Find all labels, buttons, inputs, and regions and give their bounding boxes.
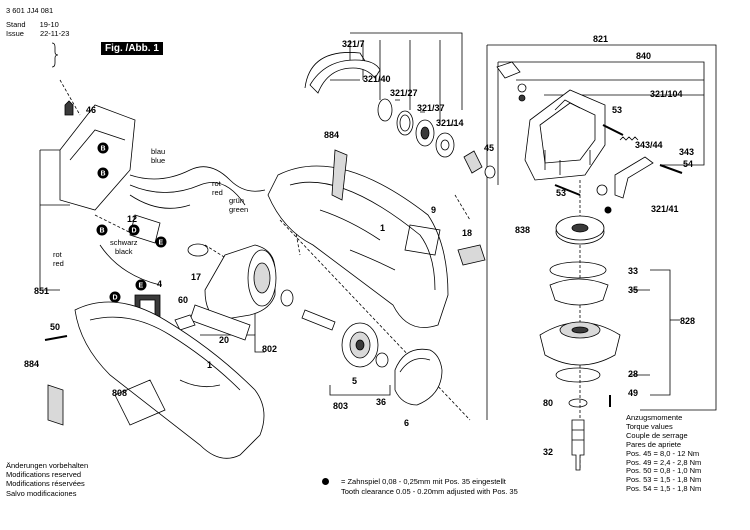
torque-heading-en: Torque values <box>626 421 673 431</box>
wire-label-blau: blau <box>151 147 165 156</box>
note-en: Modifications reserved <box>6 470 82 480</box>
label-1-upper: 1 <box>380 223 385 233</box>
figure-label: Fig. /Abb. 1 <box>101 42 163 55</box>
label-20: 20 <box>219 335 229 345</box>
torque-row-54: Pos. 54 = 1,5 - 1,8 Nm <box>626 484 702 494</box>
torque-heading-de: Anzugsmomente <box>626 413 683 422</box>
wire-label-schwarz: schwarz <box>110 238 138 247</box>
note-de: Änderungen vorbehalten <box>6 461 89 470</box>
tooth-clearance-marker <box>604 206 612 214</box>
label-321-104: 321/104 <box>650 89 683 99</box>
wire-label-blue: blue <box>151 156 165 165</box>
modification-notes: Änderungen vorbehalten Modifications res… <box>6 461 88 498</box>
svg-text:E: E <box>159 240 164 247</box>
svg-text:D: D <box>132 228 137 235</box>
svg-text:B: B <box>101 146 106 153</box>
label-9: 9 <box>431 205 436 215</box>
label-321-14: 321/14 <box>436 118 464 128</box>
label-821: 821 <box>593 34 608 44</box>
badge-d-2: D <box>109 291 121 303</box>
issue-row: Issue 22-11-23 <box>6 29 69 38</box>
label-33: 33 <box>628 266 638 276</box>
badge-e-1: E <box>155 236 167 248</box>
note-fr: Modifications réservées <box>6 479 85 489</box>
label-36: 36 <box>376 397 386 407</box>
label-840: 840 <box>636 51 651 61</box>
badge-b-1: B <box>97 142 109 154</box>
label-321-41: 321/41 <box>651 204 679 214</box>
footnote-bullet-icon <box>322 478 329 485</box>
footnote: = Zahnspiel 0,08 - 0,25mm mit Pos. 35 ei… <box>341 477 518 497</box>
wire-label-black: black <box>115 247 133 256</box>
label-54: 54 <box>683 159 693 169</box>
torque-heading-es: Pares de apriete <box>626 439 682 449</box>
label-343: 343 <box>679 147 694 157</box>
label-32: 32 <box>543 447 553 457</box>
label-18: 18 <box>462 228 472 238</box>
label-12: 12 <box>127 214 137 224</box>
label-343-44: 343/44 <box>635 140 663 150</box>
svg-text:D: D <box>113 295 118 302</box>
torque-row-45: Pos. 45 = 8,0 - 12 Nm <box>626 448 700 458</box>
label-884-lower: 884 <box>24 359 39 369</box>
label-321-27: 321/27 <box>390 88 418 98</box>
badge-e-2: E <box>135 279 147 291</box>
label-53-lower: 53 <box>556 188 566 198</box>
label-802: 802 <box>262 344 277 354</box>
note-es: Salvo modificaciones <box>6 488 77 498</box>
badge-b-2: B <box>97 167 109 179</box>
label-45: 45 <box>484 143 494 153</box>
issue-label: Issue <box>6 29 24 38</box>
label-321-40: 321/40 <box>363 74 391 84</box>
label-4: 4 <box>157 279 162 289</box>
wire-label-rot: rot <box>212 179 222 188</box>
label-803: 803 <box>333 401 348 411</box>
svg-text:B: B <box>101 171 106 178</box>
label-53-upper: 53 <box>612 105 622 115</box>
label-6: 6 <box>404 418 409 428</box>
label-808: 808 <box>112 388 127 398</box>
label-884-upper: 884 <box>324 130 339 140</box>
label-828: 828 <box>680 316 695 326</box>
label-321-37: 321/37 <box>417 103 445 113</box>
torque-row-53: Pos. 53 = 1,5 - 1,8 Nm <box>626 475 702 485</box>
svg-text:E: E <box>139 283 144 290</box>
wire-label-red-2: red <box>53 259 64 268</box>
label-838: 838 <box>515 225 530 235</box>
stand-row: Stand 19-10 <box>6 20 69 29</box>
label-5: 5 <box>352 376 357 386</box>
stand-value: 19-10 <box>39 20 59 29</box>
torque-row-49: Pos. 49 = 2,4 - 2,8 Nm <box>626 457 702 467</box>
label-28: 28 <box>628 369 638 379</box>
label-851: 851 <box>34 286 49 296</box>
document-header: 3 601 JJ4 081 Stand 19-10 Issue 22-11-23 <box>6 6 69 38</box>
label-17: 17 <box>191 272 201 282</box>
stand-label: Stand <box>6 20 26 29</box>
wire-label-rot-2: rot <box>53 250 63 259</box>
badge-b-3: B <box>96 224 108 236</box>
torque-table: Anzugsmomente Torque values Couple de se… <box>626 413 702 494</box>
footnote-line-1: = Zahnspiel 0,08 - 0,25mm mit Pos. 35 ei… <box>341 477 506 486</box>
label-46: 46 <box>86 105 96 115</box>
wire-label-gruen: grün <box>229 196 244 205</box>
label-60: 60 <box>178 295 188 305</box>
torque-heading-fr: Couple de serrage <box>626 430 688 440</box>
label-50: 50 <box>50 322 60 332</box>
label-35-right: 35 <box>628 285 638 295</box>
footnote-line-2: Tooth clearance 0.05 - 0.20mm adjusted w… <box>341 487 518 496</box>
label-80: 80 <box>543 398 553 408</box>
wire-label-red: red <box>212 188 223 197</box>
wire-label-green: green <box>229 205 248 214</box>
badge-d-1: D <box>128 224 140 236</box>
doc-number: 3 601 JJ4 081 <box>6 6 54 15</box>
torque-row-50: Pos. 50 = 0,8 - 1,0 Nm <box>626 466 702 476</box>
label-1-lower: 1 <box>207 360 212 370</box>
svg-text:B: B <box>100 228 105 235</box>
issue-value: 22-11-23 <box>39 29 70 38</box>
label-49: 49 <box>628 388 638 398</box>
label-321-7: 321/7 <box>342 39 365 49</box>
